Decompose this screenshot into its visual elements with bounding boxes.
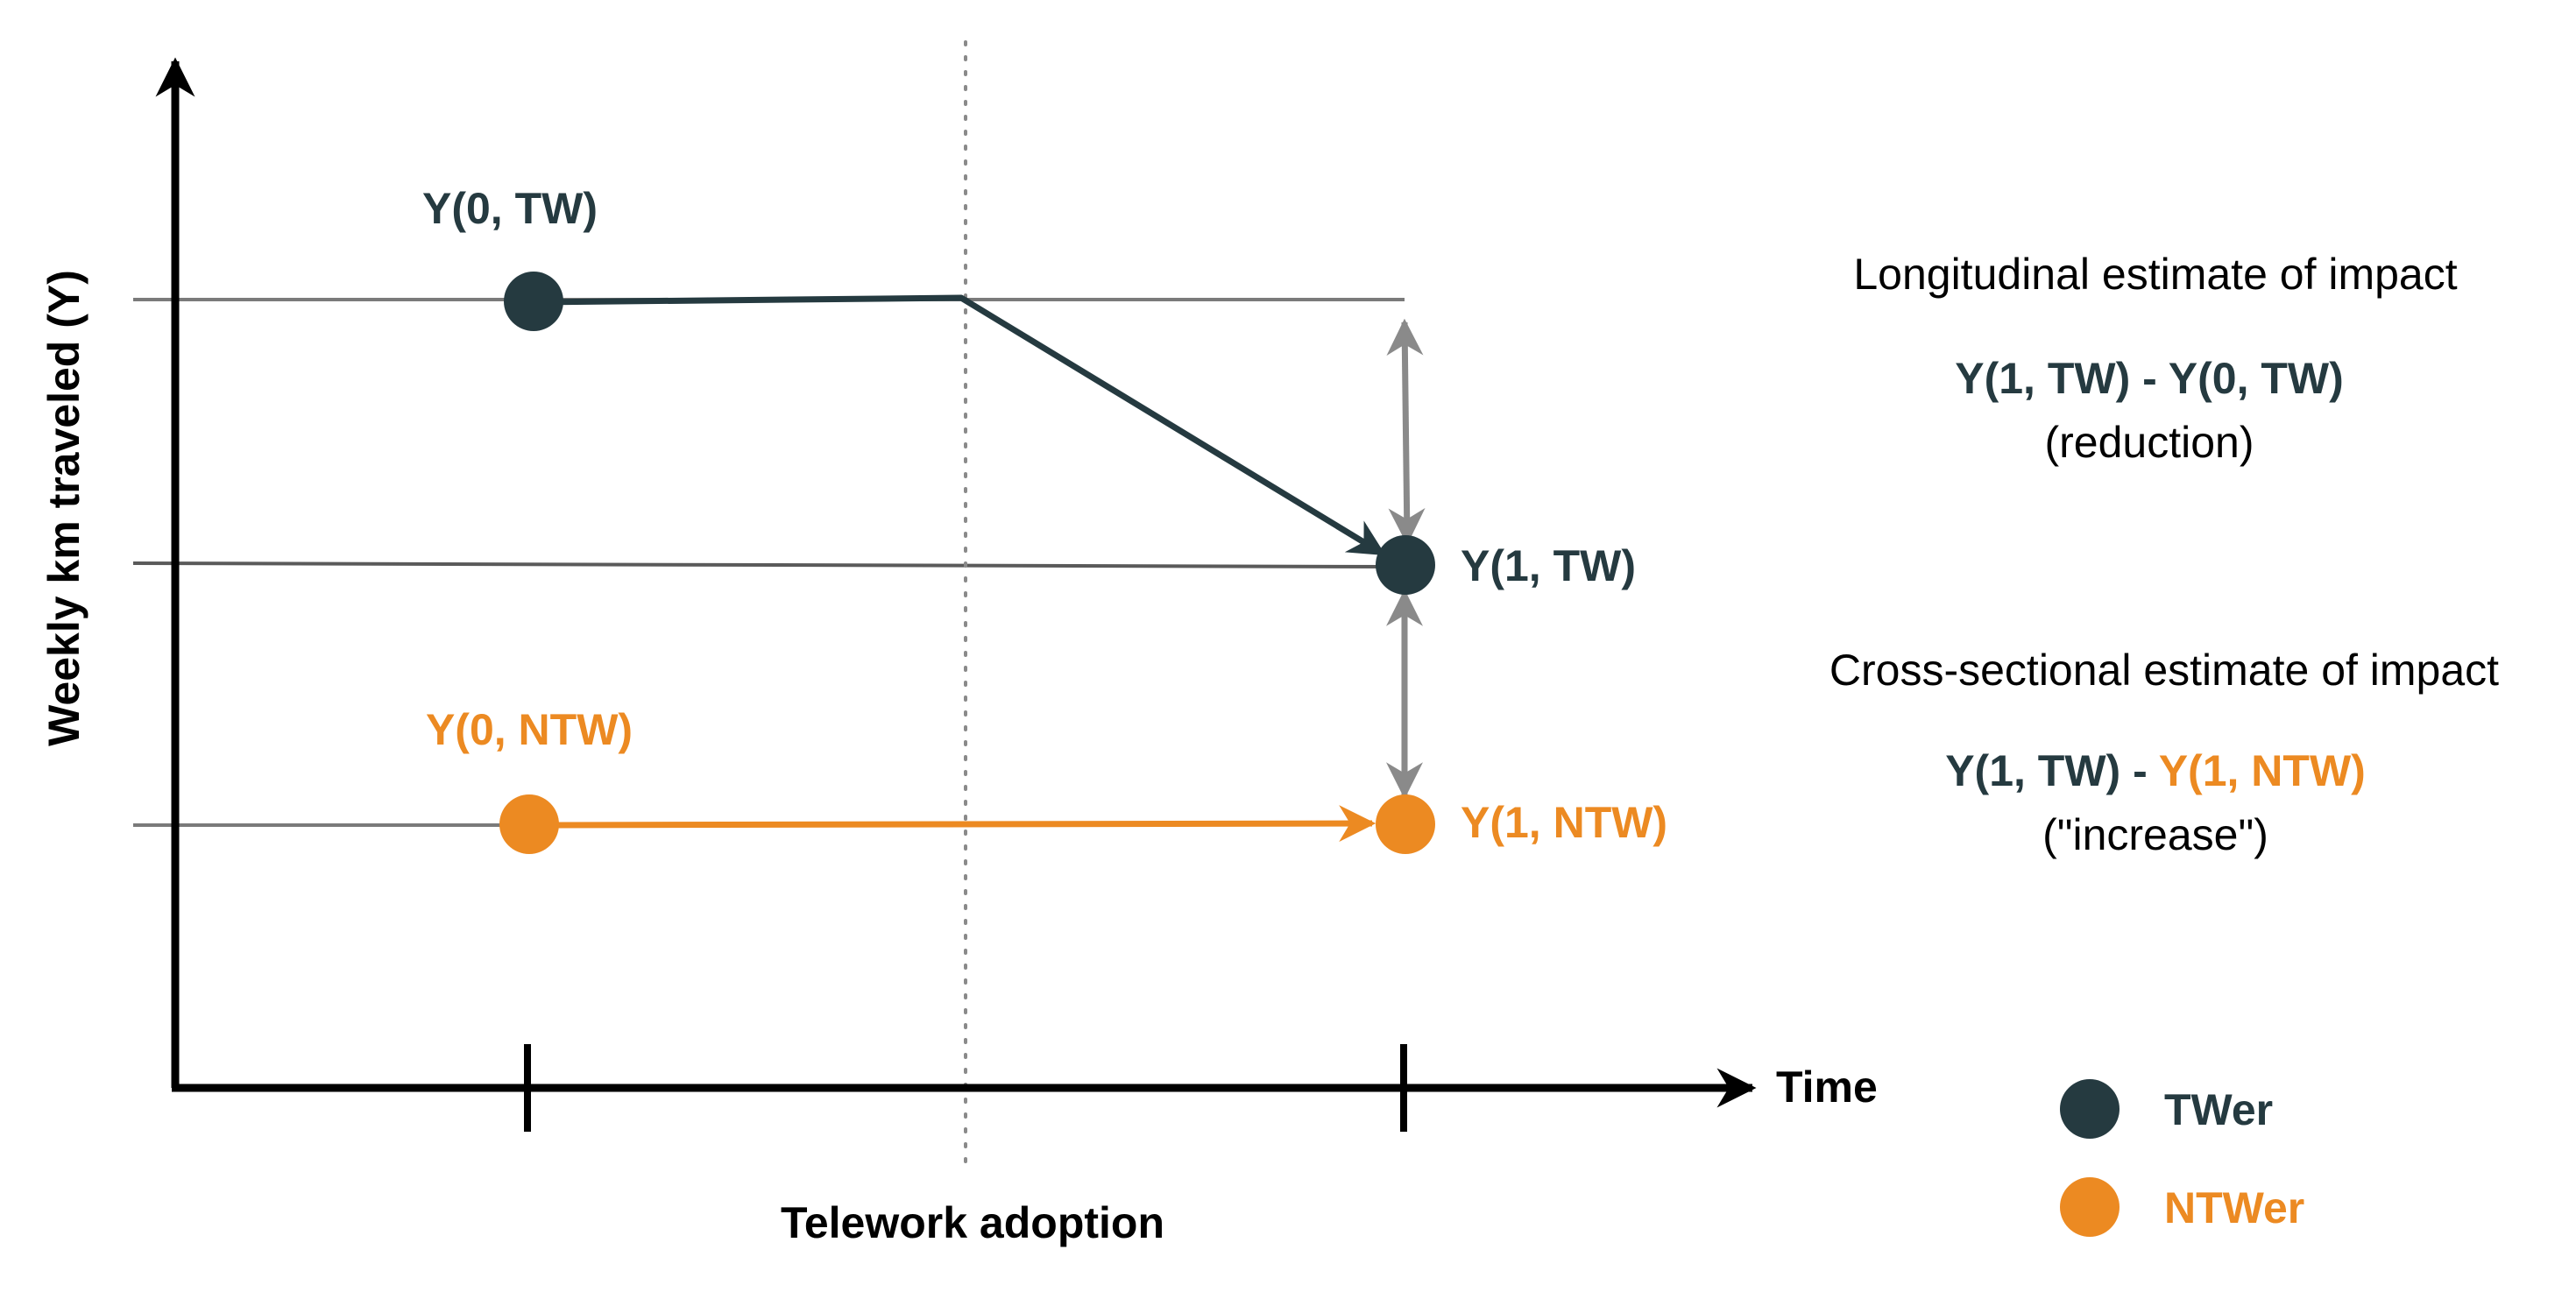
cross-sectional-formula-b: Y(1, NTW) bbox=[2159, 746, 2366, 795]
label-y1-tw: Y(1, TW) bbox=[1461, 541, 1636, 590]
legend-twer-label: TWer bbox=[2164, 1085, 2273, 1134]
longitudinal-formula-sep: - bbox=[2130, 354, 2169, 403]
point-y0-ntw bbox=[499, 794, 559, 854]
longitudinal-title: Longitudinal estimate of impact bbox=[1853, 250, 2457, 299]
longitudinal-impact-arrow bbox=[1386, 318, 1426, 546]
cross-sectional-note: ("increase") bbox=[2042, 810, 2268, 859]
legend-ntwer-label: NTWer bbox=[2164, 1183, 2304, 1232]
longitudinal-formula-b: Y(0, TW) bbox=[2169, 354, 2344, 403]
ntwer-trajectory bbox=[530, 805, 1376, 843]
longitudinal-note: (reduction) bbox=[2045, 418, 2254, 467]
label-y1-ntw: Y(1, NTW) bbox=[1461, 798, 1667, 847]
cross-sectional-formula-sep: - bbox=[2120, 746, 2159, 795]
label-y0-tw: Y(0, TW) bbox=[422, 184, 598, 233]
point-y1-ntw bbox=[1376, 794, 1435, 854]
cross-sectional-title: Cross-sectional estimate of impact bbox=[1829, 646, 2499, 695]
legend: TWer NTWer bbox=[2060, 1079, 2304, 1237]
point-y0-tw bbox=[504, 272, 563, 331]
reference-line-y1-tw bbox=[132, 561, 1394, 568]
cross-sectional-formula-a: Y(1, TW) bbox=[1945, 746, 2120, 795]
longitudinal-formula-a: Y(1, TW) bbox=[1955, 354, 2130, 403]
legend-twer-marker bbox=[2060, 1079, 2120, 1139]
point-y1-tw bbox=[1376, 535, 1435, 595]
longitudinal-formula: Y(1, TW) - Y(0, TW) bbox=[1955, 354, 2344, 403]
cross-sectional-formula: Y(1, TW) - Y(1, NTW) bbox=[1945, 746, 2366, 795]
y-axis-label: Weekly km traveled (Y) bbox=[39, 270, 88, 746]
x-axis-label: Time bbox=[1776, 1063, 1878, 1112]
legend-ntwer-marker bbox=[2060, 1177, 2120, 1237]
twer-trajectory bbox=[534, 294, 1386, 556]
event-label: Telework adoption bbox=[781, 1198, 1164, 1247]
label-y0-ntw: Y(0, NTW) bbox=[426, 705, 633, 754]
